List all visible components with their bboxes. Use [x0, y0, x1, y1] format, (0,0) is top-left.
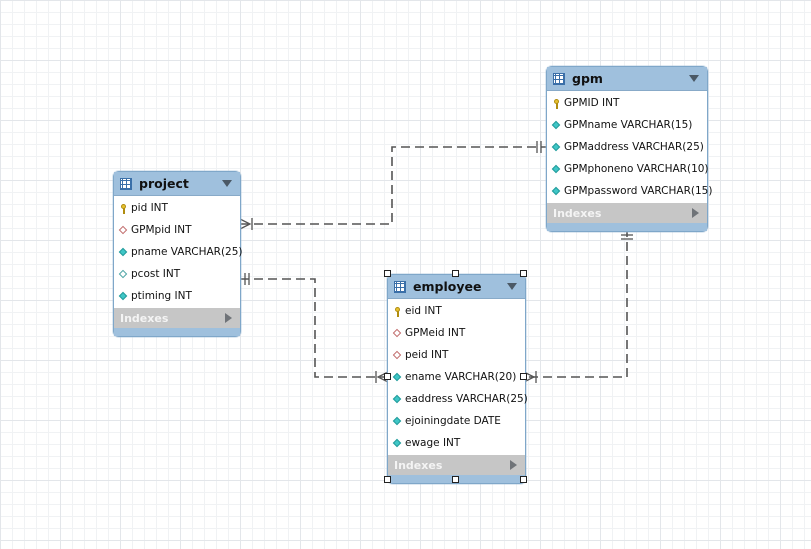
table-header[interactable]: project	[114, 172, 240, 196]
column-nn-icon	[393, 395, 402, 404]
column-label: ewage INT	[405, 437, 461, 449]
indexes-label: Indexes	[120, 311, 169, 325]
column-row[interactable]: GPMID INT	[547, 92, 707, 114]
crowfoot-project-employee	[244, 273, 389, 383]
collapse-chevron-icon[interactable]	[507, 283, 517, 290]
column-row[interactable]: pcost INT	[114, 263, 240, 285]
table-employee[interactable]: employee eid INT GPMeid INT peid INT ena…	[387, 274, 528, 484]
column-fk-icon	[119, 226, 128, 235]
table-name: gpm	[572, 71, 603, 86]
table-header[interactable]: gpm	[547, 67, 707, 91]
column-key-icon	[393, 306, 402, 317]
column-row[interactable]: ewage INT	[388, 432, 525, 454]
column-row[interactable]: ename VARCHAR(20)	[388, 366, 525, 388]
table-project[interactable]: project pid INT GPMpid INT pname VARCHAR…	[113, 171, 243, 337]
indexes-section[interactable]: Indexes	[114, 308, 240, 328]
collapse-chevron-icon[interactable]	[222, 180, 232, 187]
resize-handle-bottom-left[interactable]	[384, 476, 391, 483]
collapse-chevron-icon[interactable]	[689, 75, 699, 82]
column-nn-icon	[393, 439, 402, 448]
table-footer	[547, 223, 707, 231]
table-name: employee	[413, 279, 482, 294]
column-list: GPMID INT GPMname VARCHAR(15) GPMaddress…	[547, 91, 712, 202]
table-icon	[553, 72, 565, 85]
crowfoot-gpm-employee	[523, 234, 633, 383]
crowfoot-project-gpm	[239, 141, 542, 230]
column-nn-icon	[552, 143, 561, 152]
column-nn-icon	[119, 248, 128, 257]
expand-arrow-icon[interactable]	[510, 460, 517, 470]
indexes-section[interactable]: Indexes	[547, 203, 707, 223]
table-name: project	[139, 176, 189, 191]
column-list: eid INT GPMeid INT peid INT ename VARCHA…	[388, 299, 528, 454]
column-row[interactable]: GPMeid INT	[388, 322, 525, 344]
column-row[interactable]: GPMaddress VARCHAR(25)	[547, 136, 707, 158]
column-row[interactable]: ejoiningdate DATE	[388, 410, 525, 432]
resize-handle-left[interactable]	[384, 373, 391, 380]
column-label: eaddress VARCHAR(25)	[405, 393, 528, 405]
column-nn-icon	[393, 417, 402, 426]
indexes-label: Indexes	[553, 206, 602, 220]
column-row[interactable]: GPMpassword VARCHAR(15)	[547, 180, 712, 202]
relationship-project-gpm[interactable]	[240, 146, 546, 225]
column-nn-icon	[393, 373, 402, 382]
table-gpm[interactable]: gpm GPMID INT GPMname VARCHAR(15) GPMadd…	[546, 66, 712, 232]
column-label: GPMpid INT	[131, 224, 192, 236]
column-label: GPMaddress VARCHAR(25)	[564, 141, 704, 153]
column-label: pname VARCHAR(25)	[131, 246, 243, 258]
expand-arrow-icon[interactable]	[692, 208, 699, 218]
indexes-label: Indexes	[394, 458, 443, 472]
relationship-gpm-employee[interactable]	[524, 228, 628, 378]
relationship-project-employee[interactable]	[240, 278, 388, 378]
column-fk-icon	[393, 351, 402, 360]
column-key-icon	[119, 203, 128, 214]
table-header[interactable]: employee	[388, 275, 525, 299]
column-label: pcost INT	[131, 268, 181, 280]
column-nn-icon	[552, 165, 561, 174]
column-row[interactable]: pid INT	[114, 197, 240, 219]
table-icon	[394, 280, 406, 293]
column-row[interactable]: eid INT	[388, 300, 525, 322]
column-row[interactable]: ptiming INT	[114, 285, 240, 307]
column-row[interactable]: GPMpid INT	[114, 219, 240, 241]
resize-handle-top-left[interactable]	[384, 270, 391, 277]
column-plain-icon	[119, 270, 128, 279]
column-key-icon	[552, 98, 561, 109]
table-footer	[114, 328, 240, 336]
resize-handle-right[interactable]	[520, 373, 527, 380]
table-icon	[120, 177, 132, 190]
column-label: eid INT	[405, 305, 442, 317]
resize-handle-top[interactable]	[452, 270, 459, 277]
column-label: GPMpassword VARCHAR(15)	[564, 185, 713, 197]
column-row[interactable]: peid INT	[388, 344, 525, 366]
resize-handle-bottom[interactable]	[452, 476, 459, 483]
column-label: pid INT	[131, 202, 168, 214]
resize-handle-bottom-right[interactable]	[520, 476, 527, 483]
column-row[interactable]: GPMphoneno VARCHAR(10)	[547, 158, 709, 180]
column-label: GPMphoneno VARCHAR(10)	[564, 163, 709, 175]
column-label: peid INT	[405, 349, 449, 361]
column-label: ptiming INT	[131, 290, 192, 302]
column-label: ename VARCHAR(20)	[405, 371, 517, 383]
column-nn-icon	[552, 187, 561, 196]
column-label: GPMeid INT	[405, 327, 466, 339]
column-label: GPMname VARCHAR(15)	[564, 119, 693, 131]
column-fk-icon	[393, 329, 402, 338]
column-nn-icon	[552, 121, 561, 130]
indexes-section[interactable]: Indexes	[388, 455, 525, 475]
resize-handle-top-right[interactable]	[520, 270, 527, 277]
expand-arrow-icon[interactable]	[225, 313, 232, 323]
column-row[interactable]: GPMname VARCHAR(15)	[547, 114, 707, 136]
column-list: pid INT GPMpid INT pname VARCHAR(25) pco…	[114, 196, 243, 307]
column-label: GPMID INT	[564, 97, 620, 109]
column-nn-icon	[119, 292, 128, 301]
column-row[interactable]: eaddress VARCHAR(25)	[388, 388, 528, 410]
column-row[interactable]: pname VARCHAR(25)	[114, 241, 243, 263]
column-label: ejoiningdate DATE	[405, 415, 501, 427]
